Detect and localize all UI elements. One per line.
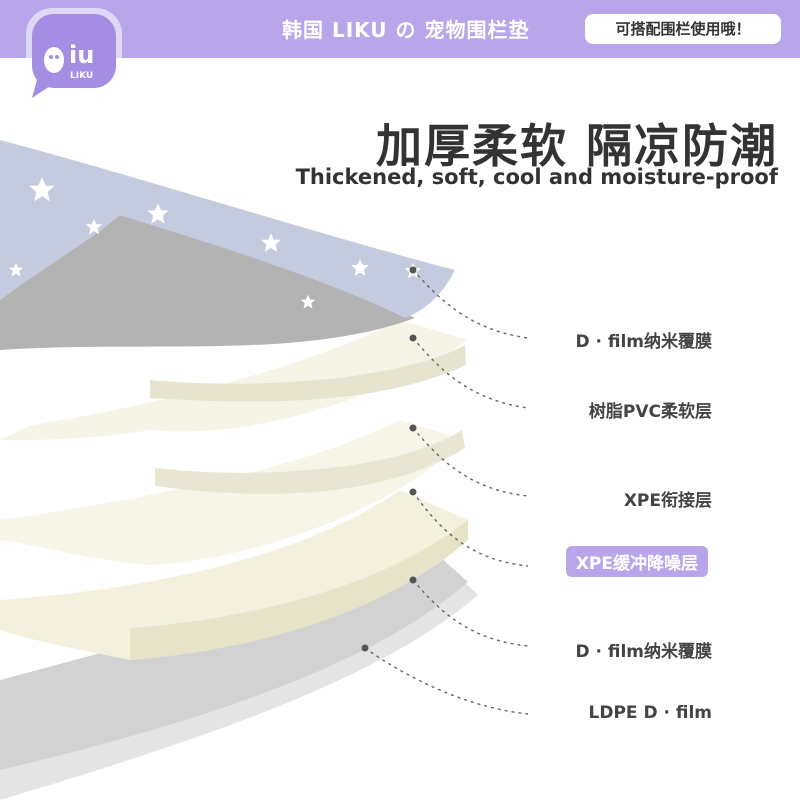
- pvc-soft-layer: [0, 320, 468, 440]
- headline: 加厚柔软 隔凉防潮: [375, 119, 778, 173]
- layer-label-pvc: 树脂PVC柔软层: [588, 402, 712, 422]
- leader-dot: [409, 266, 417, 274]
- film-layer-top: [0, 215, 415, 350]
- leader-dot: [361, 644, 369, 652]
- xpe-connect-edge: [155, 430, 465, 494]
- layer-label-ldpe: LDPE D · film: [588, 703, 712, 723]
- layer-label-film-top: D · film纳米覆膜: [575, 332, 712, 352]
- pvc-soft-edge: [150, 345, 466, 402]
- leader-line: [412, 491, 529, 567]
- leader-line: [412, 337, 529, 409]
- liku-logo: iu LIKU: [26, 8, 122, 106]
- leader-dot: [409, 576, 417, 584]
- layer-label-film-bottom: D · film纳米覆膜: [575, 642, 712, 662]
- header-title: 韩国 LIKU の 宠物围栏垫: [282, 18, 530, 42]
- leader-dot: [409, 488, 417, 496]
- layer-label-xpe-cushion: XPE缓冲降噪层: [565, 546, 708, 577]
- subline: Thickened, soft, cool and moisture-proof: [295, 165, 778, 189]
- leader-line: [364, 647, 529, 715]
- logo-wordmark: LIKU: [70, 71, 93, 81]
- leader-dot: [409, 424, 417, 432]
- leader-line: [412, 427, 529, 497]
- xpe-cushion-layer: [0, 490, 468, 660]
- header-badge: 可搭配围栏使用哦！: [585, 14, 781, 44]
- logo-mark: iu: [69, 41, 94, 69]
- pvc-cut-highlight: [0, 350, 160, 440]
- layer-label-xpe-connect: XPE衔接层: [623, 491, 712, 511]
- star-print-layer: [0, 140, 455, 318]
- leader-dot: [409, 334, 417, 342]
- xpe-cushion-edge: [130, 520, 468, 660]
